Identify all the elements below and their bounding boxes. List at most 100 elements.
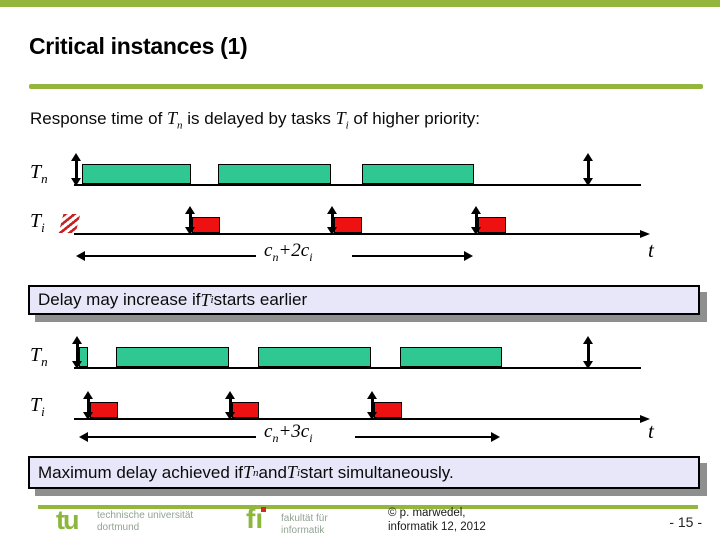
release-arrow — [185, 206, 195, 235]
red-execution-bar — [334, 217, 362, 233]
release-arrow — [225, 391, 235, 420]
arrow-head-up — [583, 153, 593, 161]
fakultaet-informatik-logo-text: fakultät für informatik — [281, 513, 328, 537]
math-subscript: n — [272, 430, 279, 445]
subscript-i: i — [345, 119, 349, 132]
fakultaet-informatik-logo: fı — [246, 503, 266, 535]
arrow-head-down — [71, 178, 81, 186]
arrow-line — [86, 395, 90, 416]
math-subscript: i — [309, 249, 313, 264]
release-arrow — [83, 391, 93, 420]
math-symbol: T — [30, 210, 42, 232]
callout2-pre: Maximum delay achieved if — [38, 462, 244, 482]
arrow-head-down — [367, 412, 377, 420]
copyright-text: © p. marwedel, informatik 12, 2012 — [388, 506, 486, 534]
fi-text-line2: informatik — [281, 525, 325, 536]
arrow-line — [586, 157, 590, 182]
subscript-n: n — [177, 119, 183, 132]
arrow-head-up — [185, 206, 195, 214]
response-time-label: cn+2ci — [264, 240, 313, 265]
green-execution-bar — [79, 347, 88, 367]
arrow-head-up — [327, 206, 337, 214]
arrow-line — [352, 255, 465, 257]
arrow-head — [79, 432, 88, 442]
arrow-head-up — [583, 336, 593, 344]
span-arrow-left — [76, 250, 256, 262]
fi-logo-glyph: fı — [246, 503, 264, 534]
arrow-line — [87, 436, 256, 438]
math-symbol: c — [264, 240, 273, 261]
green-execution-bar — [400, 347, 502, 367]
arrow-head-up — [83, 391, 93, 399]
math-symbol: c — [300, 421, 310, 442]
task-row-label: Ti — [30, 210, 45, 236]
tu-text-line1: technische universität — [97, 510, 194, 521]
footer-divider — [38, 505, 698, 509]
math-symbol: T — [30, 394, 42, 416]
math-symbol: T — [30, 161, 42, 183]
intro-post: of higher priority: — [348, 109, 481, 128]
tu-dortmund-logo: tu — [56, 505, 80, 535]
callout1-post: starts earlier — [213, 290, 308, 309]
release-arrow — [583, 336, 593, 369]
time-axis — [74, 233, 640, 235]
task-symbol-ti: T — [335, 108, 346, 128]
subscript-i: i — [296, 466, 300, 479]
intro-text: Response time of Tn is delayed by tasks … — [30, 108, 480, 131]
arrow-head-down — [185, 227, 195, 235]
math-subscript: n — [41, 171, 48, 186]
green-execution-bar — [362, 164, 474, 184]
red-execution-bar — [192, 217, 220, 233]
span-arrow-right — [355, 431, 500, 443]
task-row-label: Tn — [30, 344, 48, 370]
copyright-line1: © p. marwedel, — [388, 507, 466, 519]
math-symbol: c — [300, 240, 310, 261]
task-row-label: Tn — [30, 161, 48, 187]
math-symbol: c — [264, 421, 273, 442]
task-row-label: Ti — [30, 394, 45, 420]
tu-text-line2: dortmund — [97, 522, 140, 533]
arrow-line — [330, 210, 334, 231]
arrow-head — [491, 432, 500, 442]
red-execution-bar — [90, 402, 118, 418]
math-subscript: n — [41, 354, 48, 369]
arrow-head-down — [327, 227, 337, 235]
release-arrow — [367, 391, 377, 420]
arrow-head-down — [583, 361, 593, 369]
time-axis-t-label: t — [648, 419, 654, 443]
time-axis — [74, 418, 640, 420]
slide-title: Critical instances (1) — [29, 33, 248, 59]
time-axis-arrowhead — [640, 229, 650, 238]
arrow-line — [84, 255, 256, 257]
arrow-head-down — [471, 227, 481, 235]
math-subscript: n — [272, 249, 279, 264]
task-symbol-ti: T — [286, 462, 297, 482]
arrow-head-down — [583, 178, 593, 186]
arrow-line — [586, 340, 590, 365]
green-execution-bar — [218, 164, 331, 184]
callout1-pre: Delay may increase if — [38, 290, 201, 309]
green-execution-bar — [82, 164, 191, 184]
green-execution-bar — [258, 347, 371, 367]
arrow-line — [74, 157, 78, 182]
release-arrow — [71, 153, 81, 186]
arrow-head-up — [71, 153, 81, 161]
time-axis — [74, 367, 641, 369]
release-arrow — [471, 206, 481, 235]
math-symbol: +2 — [278, 240, 301, 261]
arrow-line — [355, 436, 492, 438]
red-execution-bar — [232, 402, 259, 418]
arrow-head-down — [225, 412, 235, 420]
red-execution-bar — [374, 402, 402, 418]
intro-pre: Response time of — [30, 109, 168, 128]
release-arrow — [583, 153, 593, 186]
tu-dortmund-logo-text: technische universität dortmund — [97, 510, 193, 534]
arrow-head-down — [72, 361, 82, 369]
top-accent-bar — [0, 0, 720, 7]
arrow-line — [188, 210, 192, 231]
red-execution-bar — [478, 217, 506, 233]
task-symbol-tn: T — [243, 462, 254, 482]
